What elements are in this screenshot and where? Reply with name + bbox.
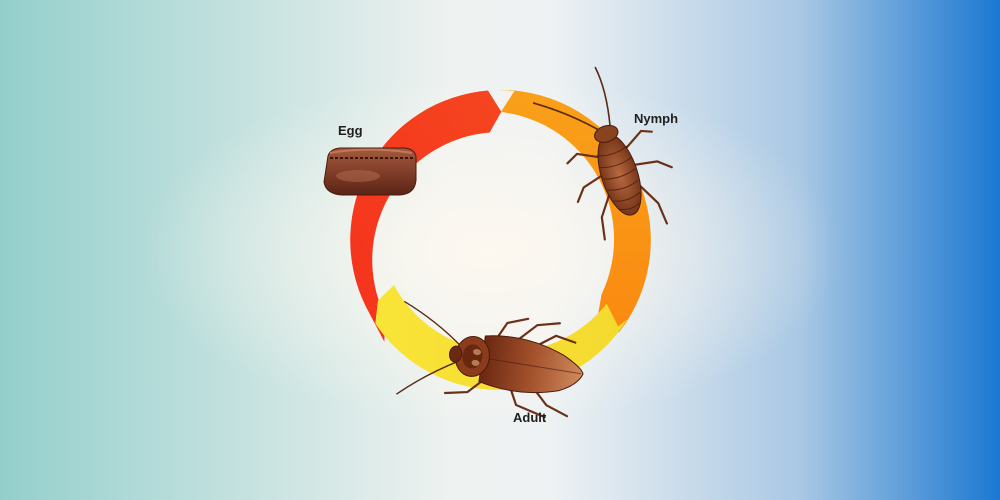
stage-label-egg: Egg xyxy=(338,123,363,138)
egg-case-icon xyxy=(323,147,417,196)
stage-label-adult: Adult xyxy=(513,410,547,425)
adult-cockroach-icon xyxy=(395,300,584,419)
nymph-cockroach-icon xyxy=(532,66,673,241)
stage-label-nymph: Nymph xyxy=(634,111,679,126)
